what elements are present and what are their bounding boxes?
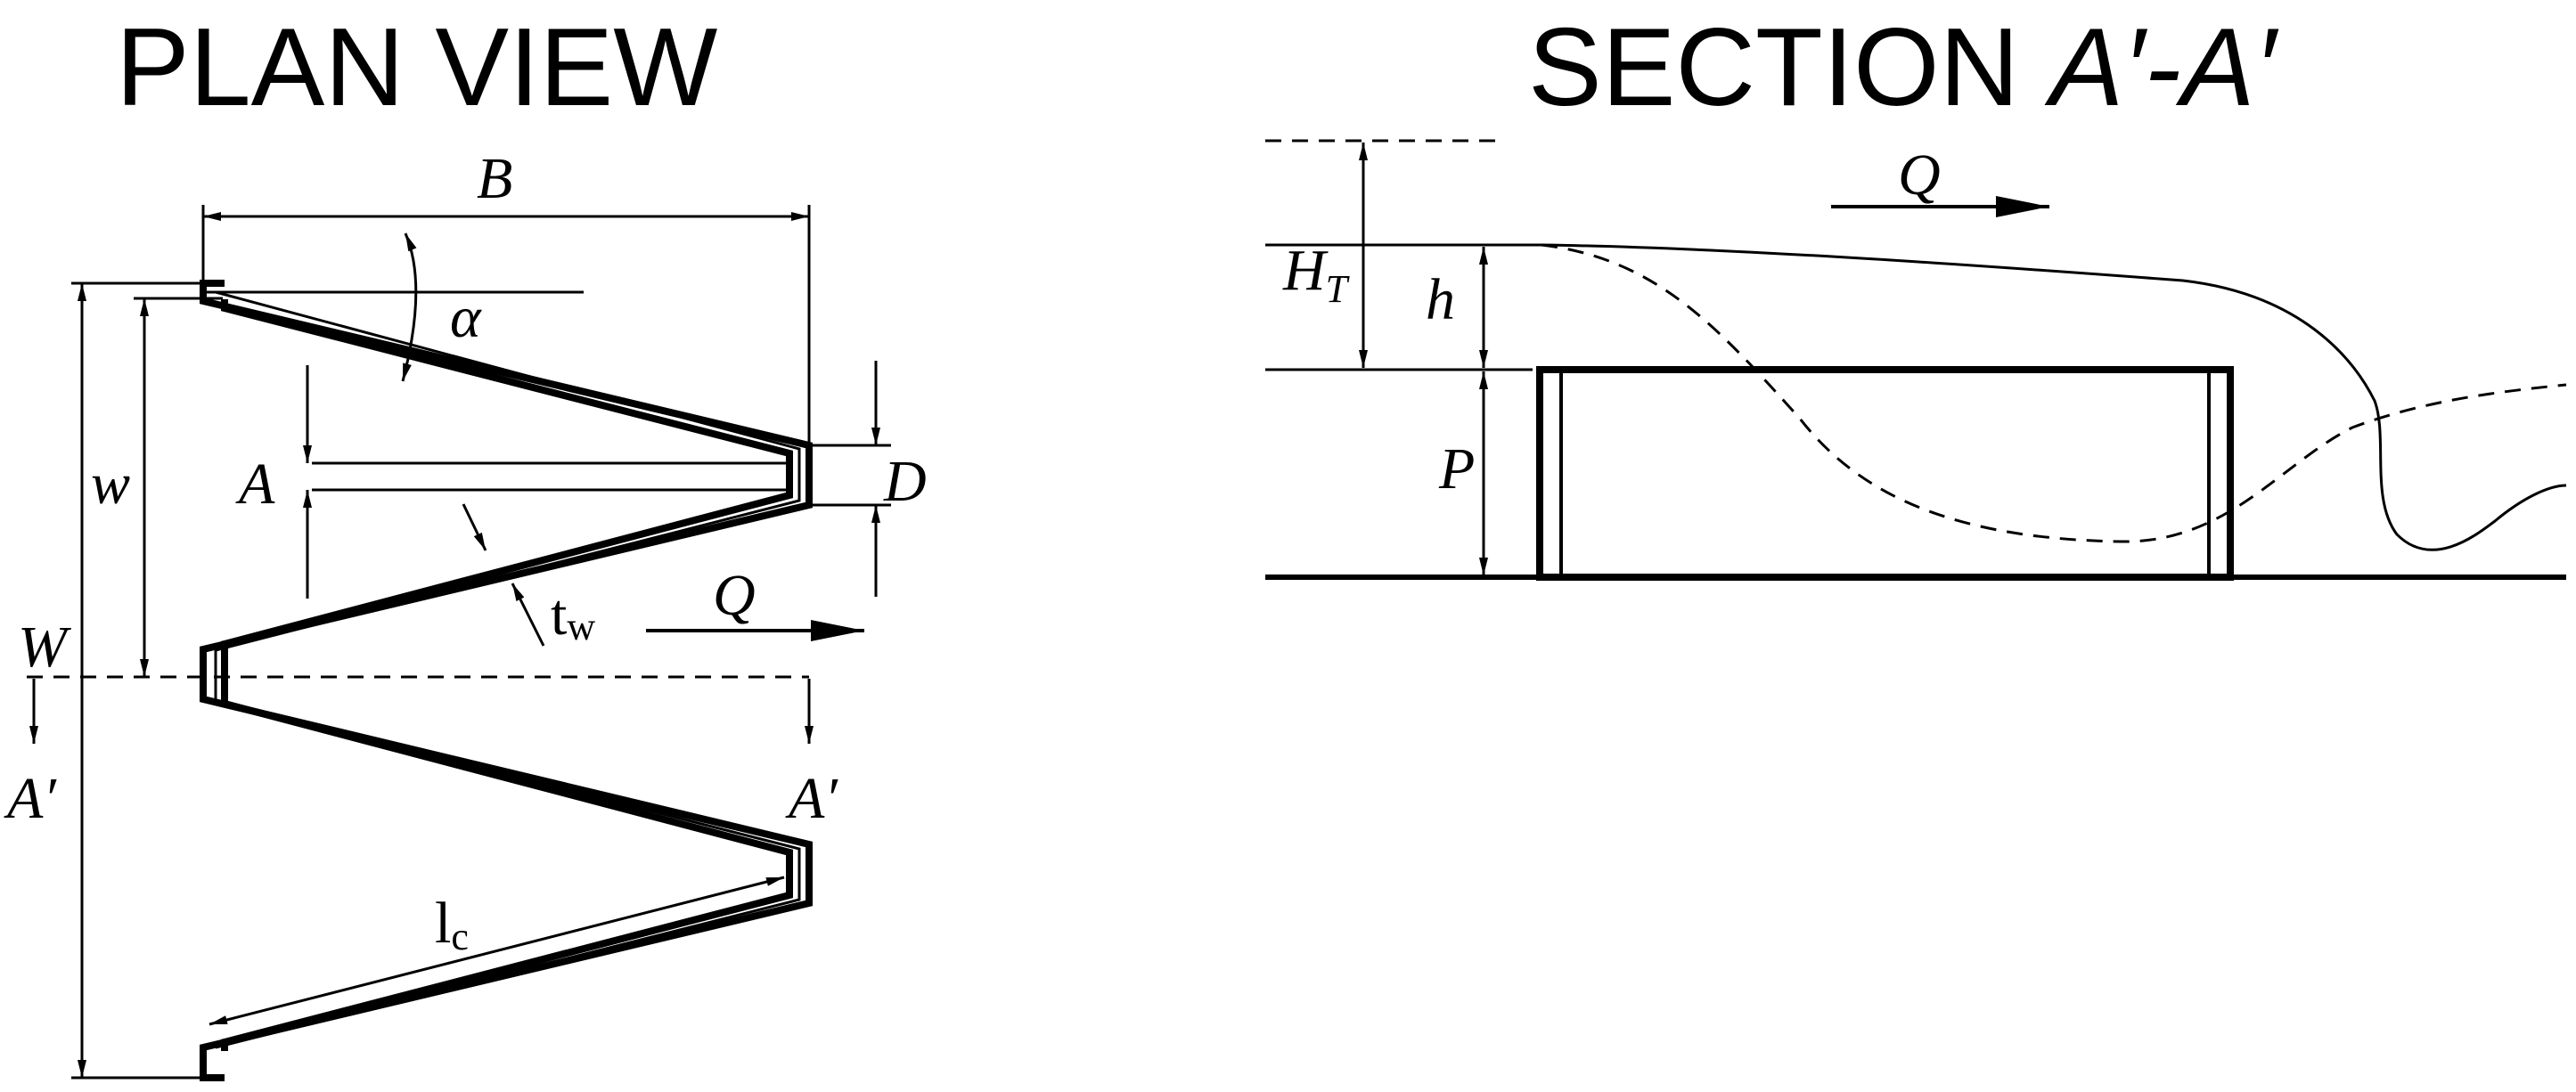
nappe-profile [1541,243,2567,543]
label-tw-main: t [551,583,567,648]
weir-wall-inner-outline [221,299,793,1051]
section-title-prefix: SECTION [1528,6,2050,129]
label-lc: lc [435,891,469,958]
label-A-prime-left: A′ [4,766,57,831]
plan-view: B α w W A D tw Q [4,146,927,1081]
label-HT-sub: T [1326,267,1351,311]
label-lc-main: l [435,891,451,956]
label-A: A [235,452,275,517]
label-Q-plan: Q [713,563,756,628]
label-P: P [1438,436,1475,501]
label-Q-section: Q [1898,143,1941,208]
section-title-cut: A′-A′ [2044,6,2279,129]
alpha-angle-arc [401,232,418,382]
weir-crest-body [1536,366,2234,581]
section-view-title: SECTION A′-A′ [1528,6,2279,129]
label-A-prime-right: A′ [785,766,838,831]
dim-tw-arrow-bottom [511,583,545,647]
label-w: w [91,452,130,517]
label-tw: tw [551,583,595,648]
weir-wall-centerline [214,290,801,1049]
label-D: D [883,449,927,514]
label-HT: HT [1282,238,1351,311]
label-W: W [18,615,71,680]
label-alpha: α [450,285,482,350]
label-tw-sub: w [567,605,595,648]
label-HT-main: H [1282,238,1329,303]
plan-view-title: PLAN VIEW [116,6,717,129]
section-view: HT h P Q [1265,139,2567,581]
label-B: B [477,146,512,211]
water-surface-profile [1265,243,2567,551]
label-lc-sub: c [451,915,469,958]
dim-tw-arrow-top [462,503,487,551]
label-h: h [1426,267,1455,332]
dim-lc-line [209,876,785,1026]
weir-wall-outer-outline [200,280,813,1081]
